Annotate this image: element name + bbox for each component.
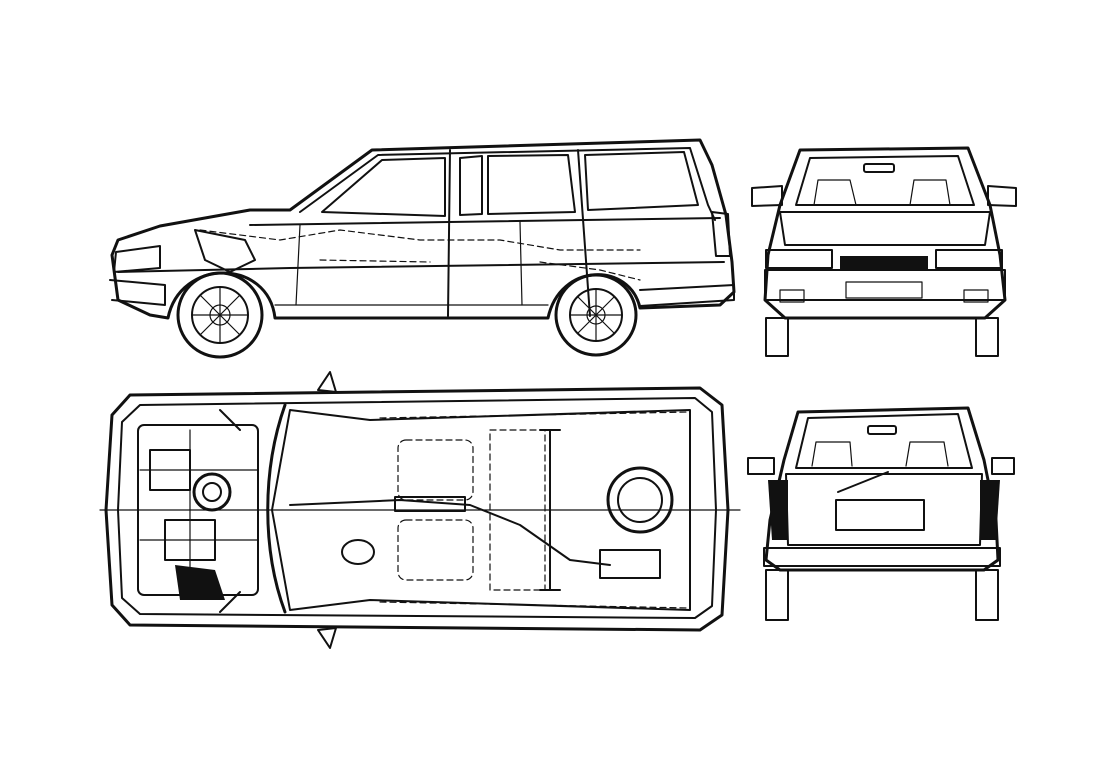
front-license-plate	[845, 281, 923, 299]
front-rearview-mirror	[863, 163, 895, 173]
side-window-frame	[299, 147, 716, 221]
underside-steering-wheel	[341, 539, 375, 565]
front-left-side-mirror	[751, 185, 783, 207]
side-rear-door-window	[487, 154, 576, 215]
rear-window	[795, 413, 973, 469]
side-front-window	[459, 155, 483, 216]
side-front-door	[295, 224, 301, 306]
rear-license-plate	[835, 499, 925, 531]
underside-rear-axle	[539, 429, 561, 591]
side-headlamp	[113, 245, 161, 273]
rear-right-headrest	[905, 441, 949, 467]
front-right-seat	[909, 179, 951, 206]
front-hood	[779, 211, 991, 246]
front-left-seat	[813, 179, 857, 206]
front-windshield	[795, 155, 975, 206]
front-left-headlamp	[765, 249, 833, 269]
underside-windshield-line	[266, 403, 287, 614]
underside-spare-tire	[606, 466, 674, 534]
front-view	[751, 146, 1017, 357]
underside-engine-bay	[137, 424, 259, 600]
front-body-outline	[763, 146, 1007, 320]
front-left-tire	[765, 317, 789, 357]
rear-left-headrest	[811, 441, 853, 467]
rear-bumper	[763, 547, 1001, 567]
underside-side-rails	[379, 411, 691, 609]
front-right-fog-lamp	[963, 289, 989, 303]
underside-fuel-tank	[599, 549, 661, 579]
side-front-suspension	[194, 229, 256, 273]
front-left-fog-lamp	[779, 289, 805, 303]
rear-view	[747, 406, 1015, 621]
side-belt-line	[249, 217, 721, 226]
underside-rear-seat	[489, 429, 546, 591]
front-right-headlamp	[935, 249, 1003, 269]
underside-muffler	[394, 496, 466, 512]
front-right-tire	[975, 317, 999, 357]
side-taillamp	[711, 211, 731, 257]
side-windshield	[321, 157, 446, 217]
rear-left-taillight	[768, 480, 788, 540]
rear-right-tire	[975, 569, 999, 621]
front-grille	[840, 256, 928, 270]
front-right-side-mirror	[987, 185, 1017, 207]
underside-view	[99, 371, 741, 649]
rear-wiper	[837, 471, 889, 493]
side-rear-quarter-window	[584, 151, 699, 211]
side-internal-mechanics	[199, 229, 641, 281]
underside-body-outline	[104, 386, 730, 632]
rear-left-side-mirror	[747, 457, 775, 475]
side-front-wheel	[176, 271, 264, 359]
underside-left-front-seat	[397, 439, 474, 501]
side-body-trim	[117, 261, 725, 273]
side-rear-wheel	[554, 273, 638, 357]
rear-interior-mirror	[867, 425, 897, 435]
underside-inner-outline	[117, 397, 717, 619]
rear-left-tire	[765, 569, 789, 621]
side-rear-bumper	[639, 284, 735, 307]
rear-tailgate	[785, 473, 983, 546]
front-bumper	[764, 269, 1006, 301]
rear-right-taillight	[980, 480, 1000, 540]
underside-left-mirror	[317, 371, 337, 393]
side-view	[109, 138, 736, 359]
rear-body-outline	[764, 406, 1000, 572]
side-front-bumper	[109, 279, 166, 306]
side-c-pillar	[577, 149, 591, 317]
side-b-pillar	[447, 149, 451, 317]
underside-right-mirror	[317, 627, 337, 649]
side-rear-door-line	[519, 221, 523, 306]
underside-right-front-seat	[397, 519, 474, 581]
underside-front-suspension	[219, 409, 241, 613]
underside-exhaust	[289, 499, 611, 566]
rear-right-side-mirror	[991, 457, 1015, 475]
